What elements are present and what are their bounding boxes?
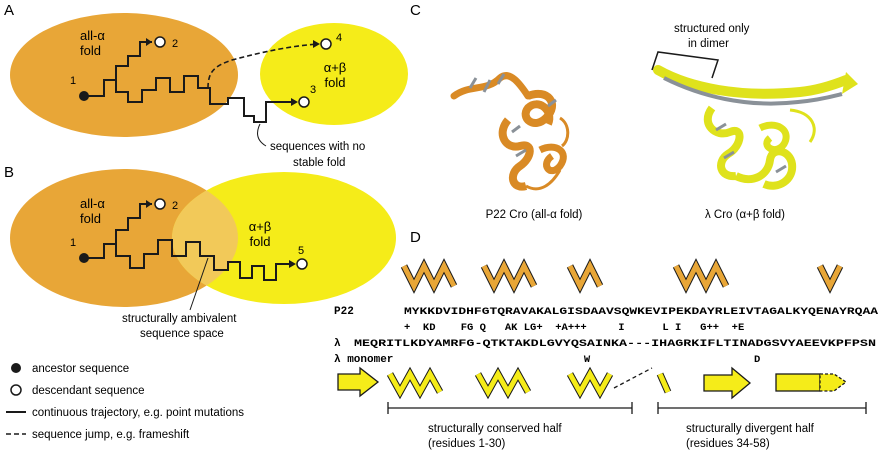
panel-d: D P22 MYKKDVIDHFGTQRAVAKALGISDAAVSQWKEVI…	[334, 229, 879, 450]
arrowhead-to-2	[146, 38, 152, 46]
panel-a-letter: A	[4, 2, 14, 19]
note-leader-line	[257, 123, 267, 147]
node-1-label: 1	[70, 75, 76, 87]
ambivalent-note-line1: structurally ambivalent	[122, 313, 237, 325]
legend: ancestor sequence descendant sequence co…	[6, 363, 244, 441]
node-2-label: 2	[172, 38, 178, 50]
legend-jump-label: sequence jump, e.g. frameshift	[32, 429, 190, 441]
fold2-label-b-panel: α+β	[249, 219, 272, 234]
panel-c-letter: C	[410, 2, 421, 19]
p22-sequence: MYKKDVIDHFGTQRAVAKALGISDAAVSQWKEVIPEKDAY…	[404, 306, 879, 318]
lambda-helix-1	[387, 368, 443, 398]
divergent-half-residues: (residues 34-58)	[686, 438, 770, 450]
lambda-gap-connector	[613, 367, 653, 389]
conserved-half-bracket	[387, 402, 633, 414]
arrowhead-b-to-2	[146, 200, 152, 208]
ambivalent-note-line2: sequence space	[140, 328, 224, 340]
jump-trajectory-to-4	[207, 43, 319, 89]
trajectory-b-to-2	[84, 203, 152, 259]
node-2-label-b: 2	[172, 200, 178, 212]
conserved-half-label: structurally conserved half	[428, 423, 562, 435]
lambda-cro-ribbon	[653, 65, 858, 190]
arrowhead-to-3	[291, 98, 298, 106]
all-alpha-fold-region-b	[10, 169, 238, 307]
fold2-label-b: fold	[325, 75, 346, 90]
lambda-strand-2	[703, 366, 752, 400]
ambivalent-leader-line	[189, 257, 209, 311]
divergent-half-label: structurally divergent half	[686, 423, 815, 435]
legend-descendant-symbol	[10, 384, 22, 396]
panel-b: B all-α fold α+β fold 1 2 5 structurally…	[4, 164, 396, 340]
p22-helix-2	[481, 260, 537, 292]
panel-b-letter: B	[4, 164, 14, 181]
p22-helix-5	[817, 264, 843, 292]
dimer-note-line1: structured only	[674, 23, 750, 35]
arrowhead-b-to-5	[289, 260, 296, 268]
all-alpha-fold-region	[10, 13, 238, 137]
p22-cro-caption: P22 Cro (all-α fold)	[486, 209, 583, 221]
legend-ancestor-label: ancestor sequence	[32, 363, 129, 375]
p22-helix-track	[400, 258, 844, 294]
fold1-label-b-panel-b: fold	[80, 211, 101, 226]
alignment-matches: + KD FG Q AK LG+ +A+++ I L I G++ +E	[404, 322, 744, 334]
p22-helix-4	[673, 260, 729, 292]
descendant-node-2	[154, 36, 166, 48]
trajectory-b-to-5	[115, 239, 292, 281]
fold1-label-b-panel: all-α	[80, 196, 105, 211]
descendant-node-2-b	[154, 198, 166, 210]
panel-d-letter: D	[410, 229, 421, 246]
no-fold-note-line2: stable fold	[293, 157, 345, 169]
arrowhead-to-4	[313, 40, 320, 48]
ancestor-node-1	[79, 91, 89, 101]
lambda-helix-3	[567, 368, 613, 398]
node-5-label: 5	[298, 245, 304, 257]
legend-continuous-label: continuous trajectory, e.g. point mutati…	[32, 407, 244, 419]
descendant-node-4	[320, 38, 332, 50]
lambda-helix-2	[475, 368, 531, 398]
node-1-label-b: 1	[70, 237, 76, 249]
node-4-label: 4	[336, 32, 342, 44]
p22-helix-3	[567, 260, 603, 292]
legend-ancestor-symbol	[11, 363, 21, 373]
lambda-strand-1	[337, 366, 380, 398]
lambda-strand-3	[775, 373, 821, 392]
lambda-strand-3-dimer-tip	[819, 373, 848, 392]
descendant-node-5	[296, 258, 308, 270]
fold2-label-b-panel-b: fold	[250, 234, 271, 249]
fold1-label: all-α	[80, 28, 105, 43]
p22-cro-ribbon	[450, 72, 570, 191]
alpha-beta-fold-region	[260, 23, 408, 125]
no-fold-note-line1: sequences with no	[270, 141, 365, 153]
trajectory-to-2	[84, 41, 152, 97]
p22-helix-1	[401, 260, 457, 292]
trajectory-to-3	[115, 75, 294, 123]
dimer-note-line2: in dimer	[688, 38, 729, 50]
lambda-cro-caption: λ Cro (α+β fold)	[705, 209, 785, 221]
divergent-half-bracket	[657, 402, 867, 414]
ancestor-node-1-b	[79, 253, 89, 263]
lambda-sequence: MEQRITLKDYAMRFG-QTKTAKDLGVYQSAINKA---IHA…	[354, 338, 876, 350]
lambda-helix-short	[657, 372, 671, 394]
legend-descendant-label: descendant sequence	[32, 385, 145, 397]
node-3-label: 3	[310, 84, 316, 96]
row2-label: λ	[334, 338, 341, 350]
descendant-node-3	[298, 96, 310, 108]
row1-label: P22	[334, 306, 354, 318]
fold2-label: α+β	[324, 60, 347, 75]
lambda-structure-track	[337, 366, 848, 400]
fold1-label-b: fold	[80, 43, 101, 58]
conserved-half-residues: (residues 1-30)	[428, 438, 506, 450]
panel-c: C P22 Cro (all-α fold) structured only	[410, 2, 858, 221]
panel-a: A all-α fold α+β fold 1 2 3 4 sequences …	[4, 2, 408, 169]
dimer-bracket	[651, 51, 719, 79]
row3-label: λ monomer	[334, 354, 393, 366]
lambda-monomer-sequence: W D	[420, 354, 760, 366]
